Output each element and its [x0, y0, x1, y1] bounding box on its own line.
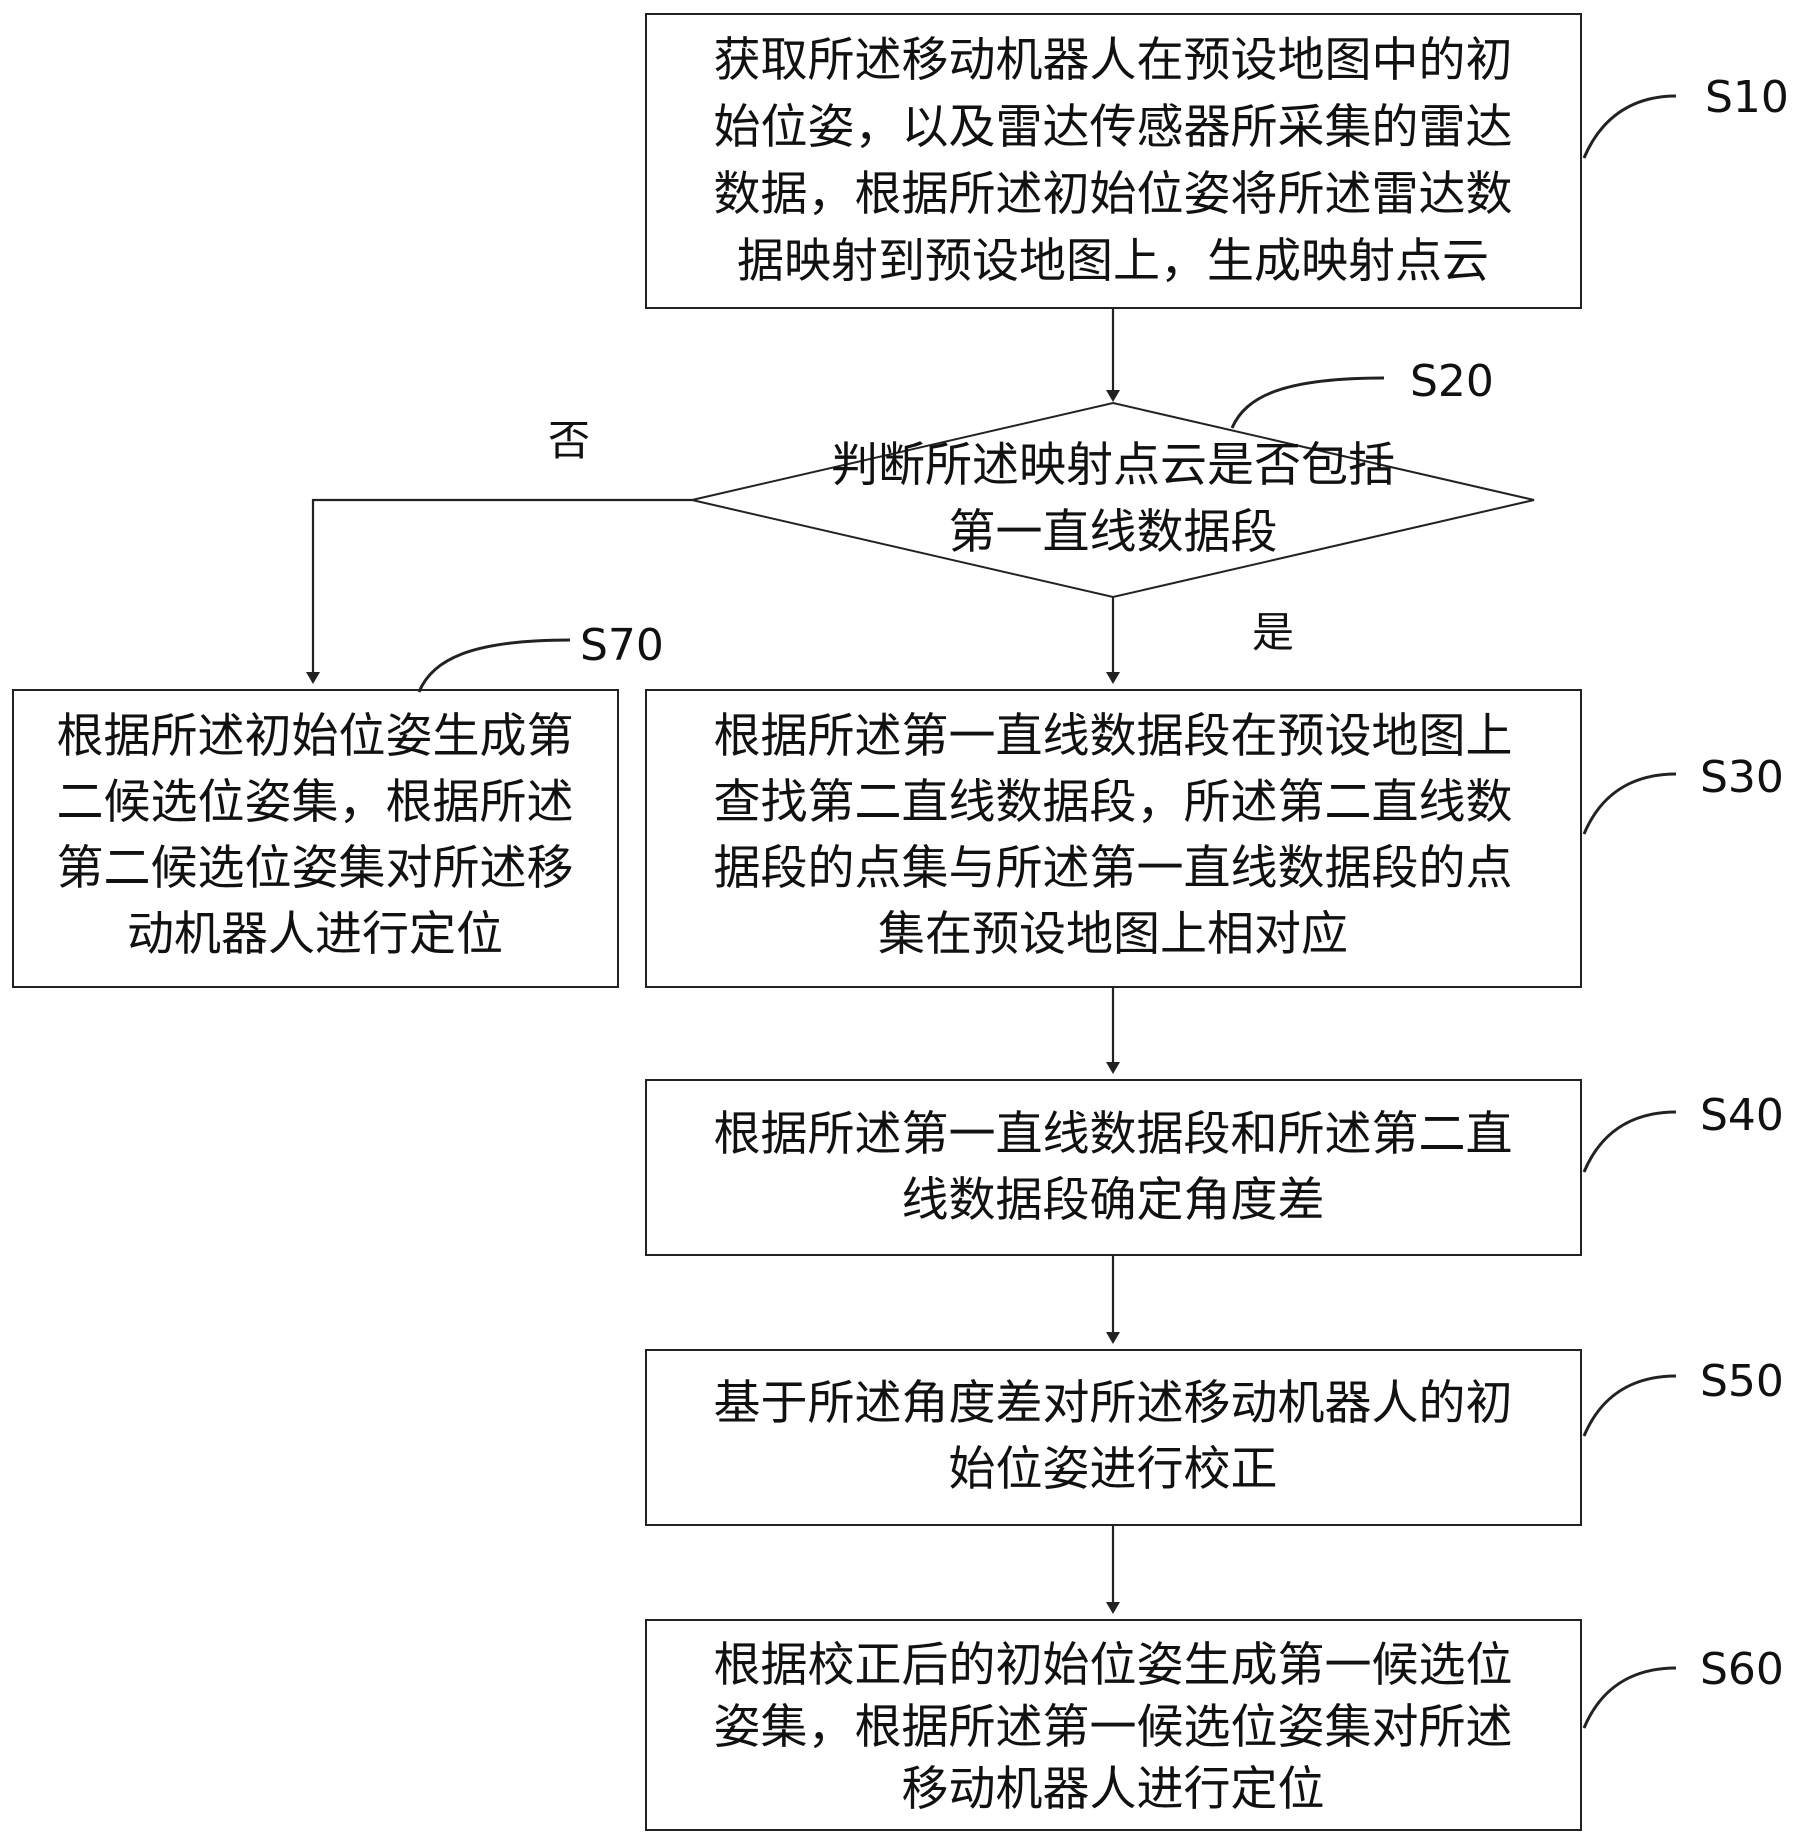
step-s70-box: [12, 689, 619, 988]
step-s40-node: 根据所述第一直线数据段和所述第二直 线数据段确定角度差: [645, 1079, 1582, 1256]
step-s10-line-4: 据映射到预设地图上，生成映射点云: [737, 234, 1489, 289]
step-s10-label: S10: [1705, 72, 1789, 123]
step-s20-label: S20: [1410, 356, 1494, 407]
branch-yes-label: 是: [1252, 608, 1294, 657]
step-s40-leader: [1582, 1110, 1677, 1173]
step-s30-leader: [1582, 772, 1677, 835]
step-s70-line-1: 根据所述初始位姿生成第: [57, 709, 574, 764]
step-s60-node: 根据校正后的初始位姿生成第一候选位 姿集，根据所述第一候选位姿集对所述 移动机器…: [645, 1619, 1582, 1831]
step-s60-line-1: 根据校正后的初始位姿生成第一候选位: [714, 1638, 1513, 1693]
step-s10-leader: [1582, 94, 1677, 159]
step-s30-line-1: 根据所述第一直线数据段在预设地图上: [714, 709, 1513, 764]
step-s10-line-3: 数据，根据所述初始位姿将所述雷达数: [714, 167, 1513, 222]
step-s70-label: S70: [580, 620, 664, 671]
branch-no-label: 否: [548, 416, 590, 465]
step-s10-box: [645, 13, 1582, 309]
step-s20-line-2: 第一直线数据段: [949, 505, 1278, 560]
step-s40-line-2: 线数据段确定角度差: [902, 1173, 1325, 1228]
step-s10-line-2: 始位姿，以及雷达传感器所采集的雷达: [714, 100, 1513, 155]
step-s70-leader: [417, 638, 571, 693]
step-s30-line-2: 查找第二直线数据段，所述第二直线数: [714, 775, 1513, 830]
step-s50-label: S50: [1700, 1356, 1784, 1407]
step-s50-line-1: 基于所述角度差对所述移动机器人的初: [714, 1376, 1513, 1431]
step-s30-box: [645, 689, 1582, 988]
step-s40-line-1: 根据所述第一直线数据段和所述第二直: [714, 1107, 1513, 1162]
step-s30-line-4: 集在预设地图上相对应: [878, 907, 1348, 962]
step-s70-line-2: 二候选位姿集，根据所述: [57, 775, 574, 830]
step-s60-leader: [1582, 1666, 1677, 1729]
step-s30-label: S30: [1700, 752, 1784, 803]
step-s10-line-1: 获取所述移动机器人在预设地图中的初: [714, 33, 1513, 88]
step-s60-line-2: 姿集，根据所述第一候选位姿集对所述: [714, 1700, 1513, 1755]
step-s60-line-3: 移动机器人进行定位: [902, 1762, 1325, 1817]
step-s70-line-3: 第二候选位姿集对所述移: [57, 841, 574, 896]
step-s20-line-1: 判断所述映射点云是否包括: [831, 438, 1395, 493]
step-s70-line-4: 动机器人进行定位: [127, 907, 503, 962]
step-s10-node: 获取所述移动机器人在预设地图中的初 始位姿，以及雷达传感器所采集的雷达 数据，根…: [645, 13, 1582, 309]
step-s20-leader: [1230, 376, 1385, 429]
step-s20-diamond: [691, 401, 1535, 599]
step-s50-line-2: 始位姿进行校正: [949, 1442, 1278, 1497]
step-s40-label: S40: [1700, 1090, 1784, 1141]
step-s50-leader: [1582, 1374, 1677, 1437]
step-s70-node: 根据所述初始位姿生成第 二候选位姿集，根据所述 第二候选位姿集对所述移 动机器人…: [12, 689, 619, 988]
step-s50-node: 基于所述角度差对所述移动机器人的初 始位姿进行校正: [645, 1349, 1582, 1526]
step-s30-node: 根据所述第一直线数据段在预设地图上 查找第二直线数据段，所述第二直线数 据段的点…: [645, 689, 1582, 988]
step-s50-box: [645, 1349, 1582, 1526]
step-s60-box: [645, 1619, 1582, 1831]
step-s20-decision: 判断所述映射点云是否包括 第一直线数据段: [691, 401, 1535, 599]
edge-s20-s70: [306, 498, 692, 684]
step-s30-line-3: 据段的点集与所述第一直线数据段的点: [714, 841, 1513, 896]
step-s60-label: S60: [1700, 1644, 1784, 1695]
step-s40-box: [645, 1079, 1582, 1256]
